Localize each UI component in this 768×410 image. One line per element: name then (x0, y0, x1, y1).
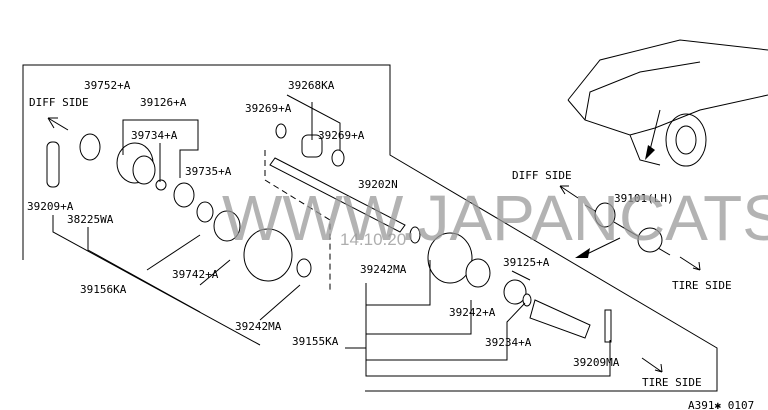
part-label-39268[interactable]: 39268KA (288, 79, 335, 92)
part-label-39209[interactable]: 39209+A (27, 200, 74, 213)
part-label-39126[interactable]: 39126+A (140, 96, 187, 109)
arrow-tire-side-right-icon (679, 256, 701, 271)
part-label-39209ma[interactable]: 39209MA (573, 356, 620, 369)
arrow-diff-side-left-icon (47, 117, 69, 131)
part-label-39125[interactable]: 39125+A (503, 256, 550, 269)
diff-side-label-right: DIFF SIDE (512, 169, 572, 182)
part-label-39269-a[interactable]: 39269+A (245, 102, 292, 115)
part-label-39242ma-left[interactable]: 39242MA (235, 320, 282, 333)
inner-joint-parts (46, 123, 406, 290)
diagram-code: A391✱ 0107 (688, 399, 754, 410)
part-label-39156[interactable]: 39156KA (80, 283, 127, 296)
part-label-39742[interactable]: 39742+A (172, 268, 219, 281)
outer-joint-parts (409, 226, 612, 343)
arrow-diff-side-right-icon (559, 185, 579, 199)
watermark-date: 14.10.20 (340, 230, 406, 249)
car-illustration (567, 39, 768, 167)
part-label-39734[interactable]: 39734+A (131, 129, 178, 142)
frame-outline (22, 64, 718, 392)
part-label-39242a[interactable]: 39242+A (449, 306, 496, 319)
part-label-39101[interactable]: 39101(LH) (614, 192, 674, 205)
part-label-39269-b[interactable]: 39269+A (318, 129, 365, 142)
part-label-39752[interactable]: 39752+A (84, 79, 131, 92)
part-label-39735[interactable]: 39735+A (185, 165, 232, 178)
leader-lines (52, 94, 611, 377)
arrow-tire-side-bottom-icon (641, 357, 663, 373)
part-label-39202[interactable]: 39202N (358, 178, 398, 191)
watermark: WWW.JAPANCATS.RU (222, 182, 768, 254)
driveshaft-lh-assembly (575, 202, 671, 258)
diff-side-label-left: DIFF SIDE (29, 96, 89, 109)
part-label-39155[interactable]: 39155KA (292, 335, 339, 348)
part-label-39242ma-right[interactable]: 39242MA (360, 263, 407, 276)
tire-side-label-bottom: TIRE SIDE (642, 376, 702, 389)
tire-side-label-right: TIRE SIDE (672, 279, 732, 292)
part-label-39234[interactable]: 39234+A (485, 336, 532, 349)
part-label-38225[interactable]: 38225WA (67, 213, 114, 226)
